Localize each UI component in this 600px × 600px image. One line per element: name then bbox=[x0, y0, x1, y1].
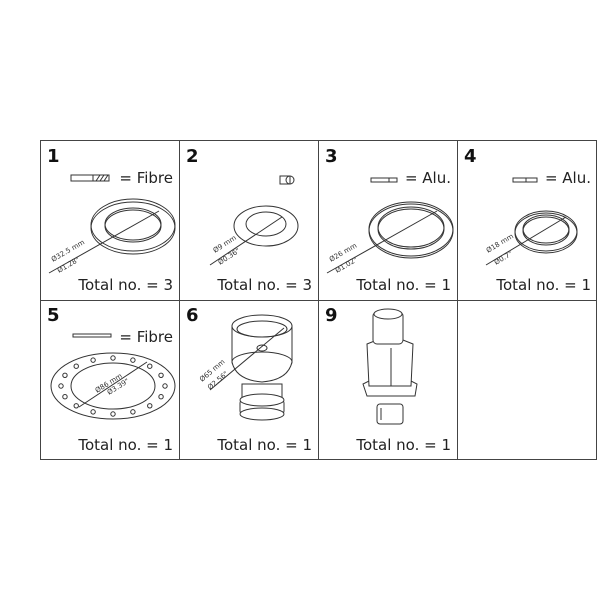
bolt-hole bbox=[73, 363, 79, 369]
part-cell-4: 4 Ø18 mm Ø0.7" = Alu. Total no. = 1 bbox=[458, 141, 597, 301]
bolt-hole bbox=[58, 383, 64, 389]
part-number: 5 bbox=[47, 305, 60, 326]
bolt-hole bbox=[158, 394, 164, 400]
part-cell-5: 5 Ø86 mm Ø3.39" = Fibre Total no. = 1 bbox=[41, 300, 180, 460]
bolt-hole bbox=[73, 403, 79, 409]
bolt-hole bbox=[62, 372, 68, 378]
total-quantity: Total no. = 1 bbox=[78, 436, 173, 454]
total-quantity: Total no. = 1 bbox=[356, 276, 451, 294]
part-number: 3 bbox=[325, 146, 338, 167]
total-quantity: Total no. = 1 bbox=[217, 436, 312, 454]
alu-gasket-drawing: Ø26 mm Ø1.02" bbox=[326, 177, 454, 275]
material-label: = Fibre bbox=[119, 169, 173, 187]
part-number: 2 bbox=[186, 146, 199, 167]
total-quantity: Total no. = 1 bbox=[496, 276, 591, 294]
part-number: 4 bbox=[464, 146, 477, 167]
part-number: 9 bbox=[325, 305, 338, 326]
total-quantity: Total no. = 1 bbox=[356, 436, 451, 454]
bolt-hole bbox=[130, 409, 136, 415]
material-label: = Alu. bbox=[404, 169, 451, 187]
part-number: 6 bbox=[186, 305, 199, 326]
o-ring-drawing: Ø9 mm Ø0.36" bbox=[209, 175, 299, 267]
bolt-hole bbox=[62, 394, 68, 400]
total-quantity: Total no. = 3 bbox=[217, 276, 312, 294]
material-label: = Fibre bbox=[119, 328, 173, 346]
fibre-gasket-drawing: Ø32.5 mm Ø1.28" bbox=[48, 174, 176, 275]
flange-gasket-drawing: Ø86 mm Ø3.39" bbox=[50, 333, 176, 420]
part-cell-9: 9 Total no. = 1 bbox=[319, 300, 458, 460]
bolt-hole bbox=[110, 355, 116, 361]
part-cell-3: 3 Ø26 mm Ø1.02" = Alu. Total no. = 1 bbox=[319, 141, 458, 301]
bolt-hole bbox=[110, 411, 116, 417]
part-number: 1 bbox=[47, 146, 60, 167]
bolt-hole bbox=[90, 409, 96, 415]
bolt-hole bbox=[162, 383, 168, 389]
spare-parts-grid: 1 Ø32.5 mm Ø1.28" = Fibre Total no. = 3 … bbox=[40, 140, 597, 460]
alu-gasket-drawing: Ø18 mm Ø0.7" bbox=[485, 177, 578, 267]
material-label: = Alu. bbox=[544, 169, 591, 187]
valve-insert-drawing: Ø65 mm Ø2.56" bbox=[198, 314, 293, 421]
total-quantity: Total no. = 3 bbox=[78, 276, 173, 294]
bolt-hole bbox=[130, 357, 136, 363]
part-cell-2: 2 Ø9 mm Ø0.36" Total no. = 3 bbox=[180, 141, 319, 301]
bolt-hole bbox=[90, 357, 96, 363]
bolt-hole bbox=[158, 372, 164, 378]
bolt-hole bbox=[147, 363, 153, 369]
bolt-hole bbox=[147, 403, 153, 409]
part-cell-1: 1 Ø32.5 mm Ø1.28" = Fibre Total no. = 3 bbox=[41, 141, 180, 301]
valve-stem-drawing bbox=[362, 308, 418, 425]
part-cell-6: 6 Ø65 mm Ø2.56" Total no. = 1 bbox=[180, 300, 319, 460]
dimension-inch: Ø0.7" bbox=[493, 250, 514, 267]
